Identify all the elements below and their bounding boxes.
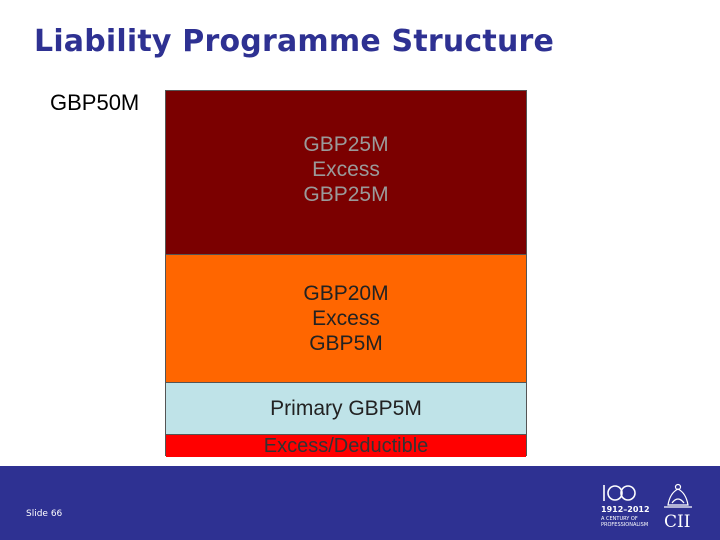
slide-number: Slide 66	[26, 509, 63, 519]
logo-tagline-1: A CENTURY OF	[601, 516, 638, 522]
layer-deductible-label: Excess/Deductible	[263, 435, 429, 457]
layer-excess-20m-label: GBP20M Excess GBP5M	[303, 282, 389, 355]
cii-centenary-logo: 1912–2012 A CENTURY OF PROFESSIONALISM C…	[601, 483, 692, 532]
logo-tagline-2: PROFESSIONALISM	[601, 522, 648, 528]
programme-layer-stack: GBP25M Excess GBP25M GBP20M Excess GBP5M…	[165, 90, 527, 457]
programme-limit-label: GBP50M	[50, 90, 140, 115]
slide-title: Liability Programme Structure	[34, 24, 555, 59]
footer-bar: Slide 66 1912–2012 A CENTURY OF PROFESSI…	[0, 466, 720, 540]
logo-brand: CII	[664, 512, 690, 532]
logo-years: 1912–2012	[601, 505, 650, 514]
cii-crest-icon	[664, 483, 692, 508]
layer-excess-25m: GBP25M Excess GBP25M	[166, 91, 526, 255]
layer-excess-20m: GBP20M Excess GBP5M	[166, 255, 526, 383]
layer-primary-label: Primary GBP5M	[270, 397, 422, 420]
layer-primary: Primary GBP5M	[166, 383, 526, 435]
layer-excess-25m-label: GBP25M Excess GBP25M	[303, 133, 389, 206]
layer-deductible: Excess/Deductible	[166, 435, 526, 457]
centenary-100-icon	[603, 485, 636, 501]
